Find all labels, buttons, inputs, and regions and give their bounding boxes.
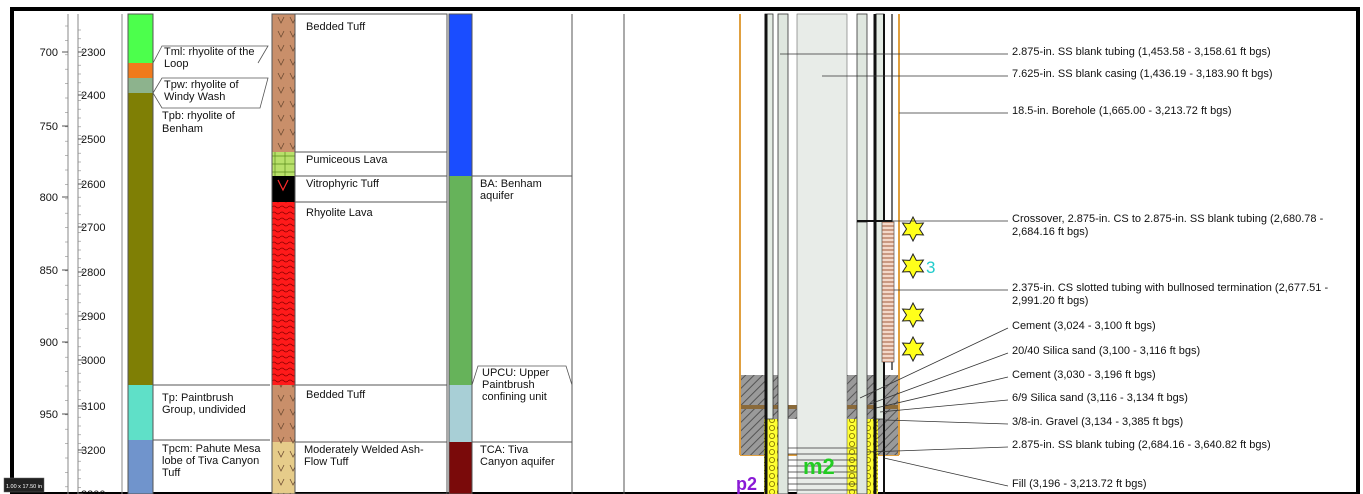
- depth-ft-label: 2300: [81, 47, 105, 59]
- hydro-column: BA: Benham aquifer UPCU: Upper Paintbrus…: [448, 13, 625, 494]
- strat-label-tpcm: Tpcm: Pahute Mesa lobe of Tiva Canyon Tu…: [162, 443, 261, 479]
- stratigraphic-column: Tml: rhyolite of the Loop Tpw: rhyolite …: [127, 13, 270, 494]
- well-completion: m2 p2 3: [736, 13, 935, 494]
- marker-p2: p2: [736, 474, 757, 494]
- hydro-blue-unit: [449, 14, 472, 176]
- depth-ft-label: 3300: [81, 489, 105, 494]
- completion-label: 3/8-in. Gravel (3,134 - 3,385 ft bgs): [1012, 416, 1184, 428]
- completion-label: 7.625-in. SS blank casing (1,436.19 - 3,…: [1012, 68, 1273, 80]
- depth-ft-label: 2400: [81, 90, 105, 102]
- hydro-ba-fill: [449, 176, 472, 385]
- completion-label: 2.875-in. SS blank tubing (1,453.58 - 3,…: [1012, 46, 1271, 58]
- blank-tubing-left: [777, 13, 789, 494]
- strat-tpcm-fill: [128, 440, 153, 494]
- litho-label-rhyolite-lava: Rhyolite Lava: [306, 207, 374, 219]
- litho-label-welded-tuff: Moderately Welded Ash-Flow Tuff: [304, 444, 424, 468]
- hydro-label-tca: TCA: Tiva Canyon aquifer: [480, 444, 555, 468]
- star-icon: [901, 215, 925, 243]
- depth-ft-label: 3100: [81, 401, 105, 413]
- depth-ft-label: 3000: [81, 355, 105, 367]
- cement-annulus-left: [741, 375, 766, 405]
- hydro-label-ba: BA: Benham aquifer: [480, 178, 542, 202]
- hydro-tca-fill: [449, 442, 472, 494]
- completion-label: 2.375-in. CS slotted tubing with bullnos…: [1012, 282, 1329, 307]
- litho-label-vitrophyric-tuff: Vitrophyric Tuff: [306, 178, 380, 190]
- strat-orange-band: [128, 63, 153, 78]
- star-icon: [901, 301, 925, 329]
- completion-label: 20/40 Silica sand (3,100 - 3,116 ft bgs): [1012, 345, 1201, 357]
- depth-ft-label: 2800: [81, 267, 105, 279]
- depth-ft-label: 3200: [81, 445, 105, 457]
- depth-axes: 700 750 800 850 900 950 2300 2400 2500 2600 2700 2…: [40, 14, 123, 494]
- litho-label-pumiceous-lava: Pumiceous Lava: [306, 154, 388, 166]
- strat-tpw-fill: [128, 78, 153, 93]
- strat-label-tpw: Tpw: rhyolite of Windy Wash: [164, 79, 239, 103]
- star-icon: [901, 252, 925, 280]
- completion-label: 6/9 Silica sand (3,116 - 3,134 ft bgs): [1012, 392, 1188, 404]
- star-icon: [901, 335, 925, 363]
- depth-ft-label: 2900: [81, 311, 105, 323]
- inner-bore: [796, 13, 848, 494]
- litho-label-bedded-tuff-1: Bedded Tuff: [306, 21, 366, 33]
- depth-ft-label: 2600: [81, 179, 105, 191]
- litho-label-bedded-tuff-2: Bedded Tuff: [306, 389, 366, 401]
- depth-m-label: 700: [40, 47, 58, 59]
- strat-tp-fill: [128, 385, 153, 440]
- depth-ft-label: 2700: [81, 222, 105, 234]
- completion-label: Crossover, 2.875-in. CS to 2.875-in. SS …: [1012, 213, 1324, 238]
- completion-label: Cement (3,024 - 3,100 ft bgs): [1012, 320, 1156, 332]
- depth-m-label: 900: [40, 337, 58, 349]
- outer-frame: [10, 7, 1360, 494]
- strat-label-tml: Tml: rhyolite of the Loop: [164, 46, 255, 70]
- strat-label-tpb: Tpb: rhyolite of Benham: [162, 110, 235, 135]
- completion-label: 18.5-in. Borehole (1,665.00 - 3,213.72 f…: [1012, 105, 1232, 117]
- blank-tubing-right: [856, 13, 868, 223]
- marker-3: 3: [926, 258, 935, 277]
- hydro-upcu-fill: [449, 385, 472, 442]
- depth-m-label: 750: [40, 121, 58, 133]
- strat-tpb-fill: [128, 93, 153, 385]
- scale-badge-box: [3, 477, 45, 493]
- lithology-column: Bedded Tuff Pumiceous Lava Vitrophyric T…: [271, 13, 448, 494]
- hydro-label-upcu: UPCU: Upper Paintbrush confining unit: [482, 367, 550, 403]
- completion-label: Cement (3,030 - 3,196 ft bgs): [1012, 369, 1156, 381]
- completion-label: 2.875-in. SS blank tubing (2,684.16 - 3,…: [1012, 439, 1271, 451]
- strat-label-tp: Tp: Paintbrush Group, undivided: [162, 392, 246, 416]
- scale-badge: 1.00 x 17.50 in: [6, 484, 42, 490]
- depth-m-label: 850: [40, 265, 58, 277]
- depth-ft-label: 2500: [81, 134, 105, 146]
- completion-callouts: 2.875-in. SS blank tubing (1,453.58 - 3,…: [780, 46, 1329, 490]
- strat-tml-fill: [128, 14, 153, 63]
- depth-m-label: 950: [40, 409, 58, 421]
- completion-label: Fill (3,196 - 3,213.72 ft bgs): [1012, 478, 1147, 490]
- marker-m2: m2: [803, 454, 835, 479]
- depth-m-label: 800: [40, 192, 58, 204]
